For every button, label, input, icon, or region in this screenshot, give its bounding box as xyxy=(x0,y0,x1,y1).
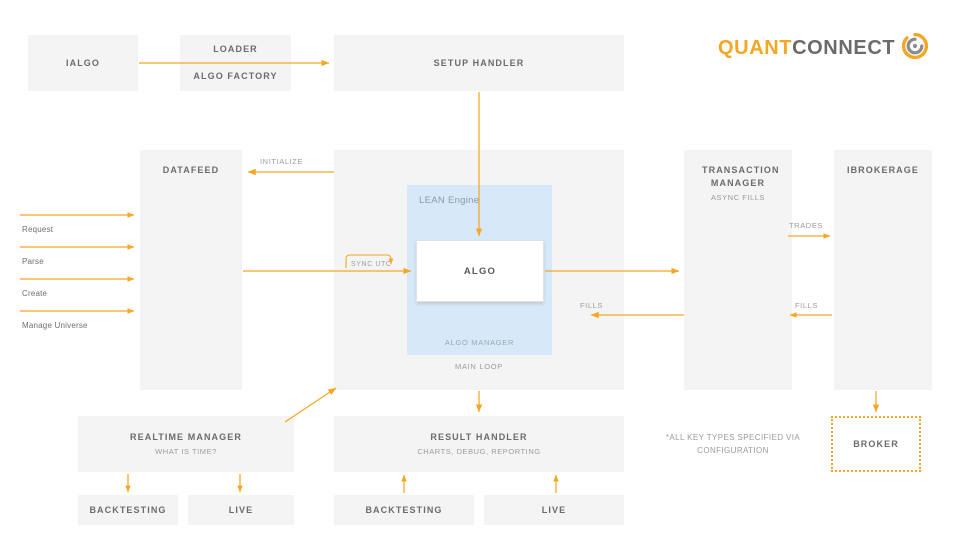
flow-label-trades: TRADES xyxy=(789,221,824,230)
box-datafeed[interactable]: DATAFEED xyxy=(140,150,242,390)
side-label-create: Create xyxy=(22,289,48,298)
box-transaction-manager-subtitle: ASYNC FILLS xyxy=(711,193,765,202)
flow-label-initialize: INITIALIZE xyxy=(260,157,304,166)
box-ialgo-title: IALGO xyxy=(66,57,100,68)
box-datafeed-title: DATAFEED xyxy=(162,165,220,175)
box-setup-handler[interactable]: SETUP HANDLER xyxy=(334,35,624,91)
side-label-parse: Parse xyxy=(22,257,44,266)
quantconnect-logo: QUANTCONNECT xyxy=(718,32,929,64)
side-label-manage-universe: Manage Universe xyxy=(22,321,88,330)
box-realtime-manager-title: REALTIME MANAGER xyxy=(130,432,242,442)
box-transaction-manager-title: TRANSACTION MANAGER xyxy=(702,165,780,188)
box-realtime-manager-subtitle: WHAT IS TIME? xyxy=(155,447,217,456)
flow-label-sync-utc: SYNC UTC xyxy=(351,261,392,268)
box-transaction-manager[interactable]: TRANSACTION MANAGER ASYNC FILLS xyxy=(684,150,792,390)
flow-label-fills-brokerage: FILLS xyxy=(795,301,819,310)
box-result-backtesting[interactable]: BACKTESTING xyxy=(334,495,474,525)
lean-engine-title: LEAN Engine xyxy=(419,195,480,206)
logo-word-connect: CONNECT xyxy=(792,37,896,59)
box-result-backtesting-title: BACKTESTING xyxy=(365,504,443,515)
quantconnect-spiral-icon xyxy=(902,32,929,64)
box-algo-factory-title: ALGO FACTORY xyxy=(193,71,278,81)
box-result-live-title: LIVE xyxy=(541,504,567,515)
box-setup-handler-title: SETUP HANDLER xyxy=(433,57,525,68)
box-realtime-manager[interactable]: REALTIME MANAGER WHAT IS TIME? xyxy=(78,416,294,472)
box-engine-container[interactable]: LEAN Engine ALGO MANAGER ALGO MAIN LOOP xyxy=(334,150,624,390)
box-realtime-backtesting[interactable]: BACKTESTING xyxy=(78,495,178,525)
algo-manager-label: ALGO MANAGER xyxy=(444,338,515,347)
box-algo[interactable]: ALGO xyxy=(416,240,544,302)
box-ibrokerage[interactable]: IBROKERAGE xyxy=(834,150,932,390)
box-result-handler[interactable]: RESULT HANDLER CHARTS, DEBUG, REPORTING xyxy=(334,416,624,472)
configuration-note-line1: *ALL KEY TYPES SPECIFIED VIA xyxy=(665,433,801,442)
box-ibrokerage-title: IBROKERAGE xyxy=(846,165,919,175)
box-broker-title: BROKER xyxy=(853,439,899,449)
logo-word-quant: QUANT xyxy=(718,37,793,59)
box-ialgo[interactable]: IALGO xyxy=(28,35,138,91)
main-loop-label: MAIN LOOP xyxy=(455,362,503,371)
box-realtime-backtesting-title: BACKTESTING xyxy=(89,504,167,515)
configuration-note-line2: CONFIGURATION xyxy=(697,446,769,455)
flow-label-fills-transaction: FILLS xyxy=(580,301,604,310)
configuration-note: *ALL KEY TYPES SPECIFIED VIA CONFIGURATI… xyxy=(648,431,818,457)
box-loader-title: LOADER xyxy=(213,44,258,54)
box-realtime-live-title: LIVE xyxy=(228,504,254,515)
side-label-request: Request xyxy=(22,225,54,234)
box-result-handler-title: RESULT HANDLER xyxy=(430,432,528,442)
box-loader-algo-factory[interactable]: LOADER ALGO FACTORY xyxy=(180,35,291,91)
logo-wordmark: QUANTCONNECT xyxy=(718,37,895,60)
box-result-live[interactable]: LIVE xyxy=(484,495,624,525)
box-broker[interactable]: BROKER xyxy=(831,416,921,472)
box-result-handler-subtitle: CHARTS, DEBUG, REPORTING xyxy=(417,447,541,456)
box-realtime-live[interactable]: LIVE xyxy=(188,495,294,525)
